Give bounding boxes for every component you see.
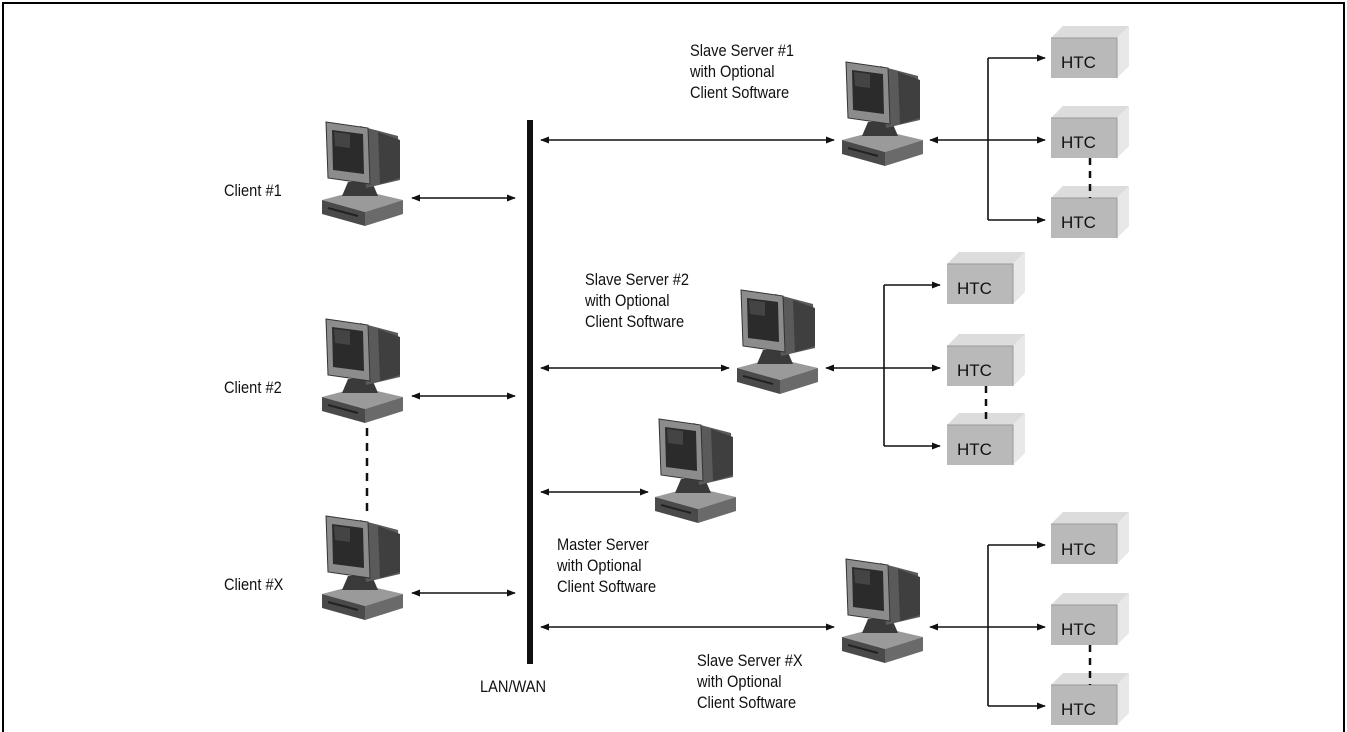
htc-label: HTC: [957, 361, 992, 380]
label-line: Slave Server #2: [585, 270, 690, 289]
label-line: Master Server: [557, 535, 649, 554]
client-1-computer-icon: [321, 121, 404, 227]
htc-label: HTC: [1061, 133, 1096, 152]
label-line: with Optional: [557, 556, 642, 575]
htc-label: HTC: [957, 279, 992, 298]
slave-server-1-label: Slave Server #1 with Optional Client Sof…: [690, 40, 811, 103]
label-line: Slave Server #1: [690, 41, 795, 60]
client-2-computer-icon: [321, 318, 404, 424]
label-line: Slave Server #X: [697, 651, 803, 670]
htc-label: HTC: [957, 440, 992, 459]
htc-label: HTC: [1061, 213, 1096, 232]
label-line: with Optional: [585, 291, 670, 310]
master-server-computer-icon: [654, 418, 737, 524]
slave-server-1-htc-group: HTC HTC HTC: [929, 26, 1129, 238]
client-x-label: Client #X: [224, 575, 284, 594]
slave-server-x-label: Slave Server #X with Optional Client Sof…: [697, 650, 820, 713]
label-line: Client Software: [697, 693, 797, 712]
htc-label: HTC: [1061, 620, 1096, 639]
slave-server-x-computer-icon: [841, 558, 924, 664]
slave-server-x-htc-group: HTC HTC HTC: [929, 512, 1129, 725]
label-line: with Optional: [690, 62, 775, 81]
label-line: with Optional: [697, 672, 782, 691]
slave-server-2-label: Slave Server #2 with Optional Client Sof…: [585, 269, 706, 332]
label-line: Client Software: [557, 577, 657, 596]
backbone-label: LAN/WAN: [480, 677, 547, 696]
slave-server-2-htc-group: HTC HTC HTC: [825, 252, 1025, 465]
client-x-computer-icon: [321, 515, 404, 621]
label-line: Client Software: [585, 312, 685, 331]
label-line: Client Software: [690, 83, 790, 102]
client-2-label: Client #2: [224, 378, 282, 397]
htc-label: HTC: [1061, 700, 1096, 719]
slave-server-2-computer-icon: [736, 289, 819, 395]
master-server-label: Master Server with Optional Client Softw…: [557, 534, 672, 597]
client-1-label: Client #1: [224, 181, 282, 200]
htc-label: HTC: [1061, 53, 1096, 72]
htc-label: HTC: [1061, 540, 1096, 559]
slave-server-1-computer-icon: [841, 61, 924, 167]
